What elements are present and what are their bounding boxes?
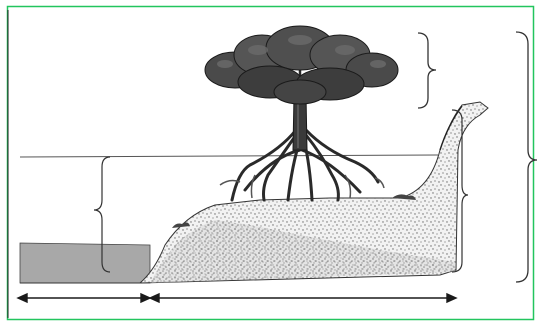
high-tide-line <box>20 155 438 157</box>
canopy-bracket <box>418 33 436 108</box>
tree-icon <box>205 26 398 200</box>
water-body <box>20 243 150 283</box>
arrow-icon <box>18 294 456 302</box>
